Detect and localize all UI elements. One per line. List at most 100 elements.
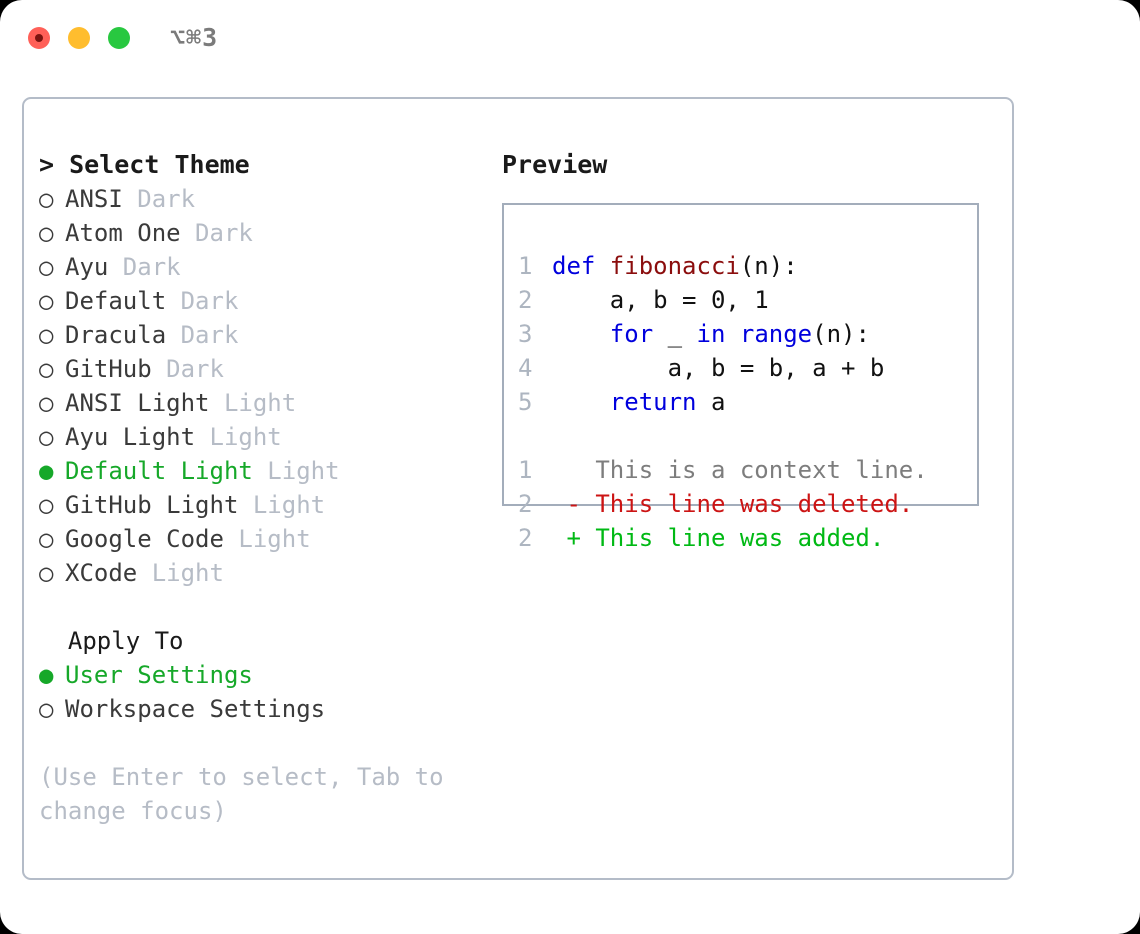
code-token: - This line was deleted. bbox=[552, 490, 914, 518]
code-line: 2 a, b = 0, 1 bbox=[518, 283, 977, 317]
keyboard-shortcut-label: ⌥⌘3 bbox=[170, 23, 219, 52]
theme-option-label: ANSI bbox=[65, 185, 138, 213]
radio-unselected-icon: ○ bbox=[39, 491, 54, 519]
radio-unselected-icon: ○ bbox=[39, 185, 54, 213]
diff-sample: 1 This is a context line.2 - This line w… bbox=[518, 453, 977, 555]
theme-list: ○ANSI Dark○Atom One Dark○Ayu Dark○Defaul… bbox=[39, 182, 489, 590]
theme-variant-tag: Light bbox=[151, 559, 224, 587]
line-number: 5 bbox=[518, 388, 533, 416]
line-number: 2 bbox=[518, 490, 533, 518]
code-token: range bbox=[739, 320, 813, 348]
theme-chooser: > Select Theme ○ANSI Dark○Atom One Dark○… bbox=[39, 148, 489, 828]
title-bar: ⌥⌘3 bbox=[0, 0, 1140, 76]
radio-unselected-icon: ○ bbox=[39, 695, 54, 723]
theme-option-label: Default bbox=[65, 287, 181, 315]
code-token: fibonacci bbox=[609, 252, 740, 280]
maximize-button[interactable] bbox=[108, 27, 130, 49]
apply-to-list: ● User Settings ○ Workspace Settings bbox=[39, 658, 489, 726]
keyboard-hint-text: (Use Enter to select, Tab to change focu… bbox=[39, 763, 459, 825]
line-number: 1 bbox=[518, 456, 533, 484]
apply-to-option-user-settings[interactable]: ● User Settings bbox=[39, 658, 489, 692]
theme-option-ansi-light[interactable]: ○ ANSI Light Light bbox=[39, 386, 489, 420]
theme-option-google-code[interactable]: ○Google Code Light bbox=[39, 522, 489, 556]
apply-to-option-workspace-settings[interactable]: ○ Workspace Settings bbox=[39, 692, 489, 726]
radio-selected-icon: ● bbox=[39, 661, 54, 689]
select-theme-header: > Select Theme bbox=[39, 150, 250, 179]
theme-option-label: GitHub Light bbox=[65, 491, 253, 519]
code-token: a bbox=[696, 388, 726, 416]
apply-to-header: Apply To bbox=[39, 627, 184, 655]
theme-option-default[interactable]: ○Default Dark bbox=[39, 284, 489, 318]
theme-variant-tag: Dark bbox=[180, 321, 239, 349]
apply-to-option-label: User Settings bbox=[65, 661, 253, 689]
theme-variant-tag: Dark bbox=[180, 287, 239, 315]
code-line: 1 def fibonacci(n): bbox=[518, 249, 977, 283]
line-number: 2 bbox=[518, 286, 533, 314]
code-token: return bbox=[609, 388, 697, 416]
code-line: 3 for _ in range(n): bbox=[518, 317, 977, 351]
diff-line: 2 - This line was deleted. bbox=[518, 487, 977, 521]
theme-option-label: Default Light bbox=[65, 457, 268, 485]
theme-option-xcode[interactable]: ○ XCode Light bbox=[39, 556, 489, 590]
code-token: a, b = b, a + b bbox=[552, 354, 885, 382]
radio-unselected-icon: ○ bbox=[39, 559, 54, 587]
main-panel: > Select Theme ○ANSI Dark○Atom One Dark○… bbox=[22, 97, 1014, 880]
theme-variant-tag: Dark bbox=[195, 219, 253, 247]
theme-variant-tag: Light bbox=[209, 423, 282, 451]
radio-unselected-icon: ○ bbox=[39, 321, 54, 349]
code-token: _ bbox=[653, 320, 697, 348]
radio-unselected-icon: ○ bbox=[39, 389, 54, 417]
theme-option-github-light[interactable]: ○GitHub Light Light bbox=[39, 488, 489, 522]
code-token: a, b = 0, 1 bbox=[552, 286, 769, 314]
theme-option-atom-one[interactable]: ○ Atom One Dark bbox=[39, 216, 489, 250]
theme-option-ayu-light[interactable]: ○ Ayu Light Light bbox=[39, 420, 489, 454]
theme-variant-tag: Dark bbox=[166, 355, 224, 383]
theme-option-github[interactable]: ○GitHub Dark bbox=[39, 352, 489, 386]
theme-option-label: Atom One bbox=[65, 219, 196, 247]
close-button[interactable] bbox=[28, 27, 50, 49]
code-token: (n): bbox=[812, 320, 870, 348]
radio-unselected-icon: ○ bbox=[39, 219, 54, 247]
theme-option-default-light[interactable]: ● Default Light Light bbox=[39, 454, 489, 488]
code-token bbox=[725, 320, 739, 348]
theme-variant-tag: Light bbox=[223, 389, 297, 417]
theme-option-ansi[interactable]: ○ ANSI Dark bbox=[39, 182, 489, 216]
code-token: for bbox=[609, 320, 654, 348]
line-number: 4 bbox=[518, 354, 533, 382]
code-line: 4 a, b = b, a + b bbox=[518, 351, 977, 385]
code-line: 5 return a bbox=[518, 385, 977, 419]
code-diff-separator bbox=[518, 419, 977, 453]
theme-option-label: Ayu Light bbox=[65, 423, 210, 451]
theme-variant-tag: Dark bbox=[122, 253, 181, 281]
radio-unselected-icon: ○ bbox=[39, 423, 54, 451]
code-token: (n): bbox=[739, 252, 798, 280]
theme-option-ayu[interactable]: ○Ayu Dark bbox=[39, 250, 489, 284]
code-token: in bbox=[696, 320, 726, 348]
theme-option-label: Dracula bbox=[65, 321, 181, 349]
minimize-button[interactable] bbox=[68, 27, 90, 49]
theme-option-label: XCode bbox=[65, 559, 152, 587]
theme-option-label: GitHub bbox=[65, 355, 167, 383]
theme-option-label: ANSI Light bbox=[65, 389, 224, 417]
theme-option-label: Google Code bbox=[65, 525, 239, 553]
radio-unselected-icon: ○ bbox=[39, 525, 54, 553]
diff-line: 1 This is a context line. bbox=[518, 453, 977, 487]
theme-option-dracula[interactable]: ○ Dracula Dark bbox=[39, 318, 489, 352]
radio-unselected-icon: ○ bbox=[39, 253, 54, 281]
code-token: def bbox=[552, 252, 610, 280]
code-token bbox=[552, 388, 610, 416]
preview-title: Preview bbox=[502, 150, 608, 179]
code-token: + This line was added. bbox=[552, 524, 885, 552]
list-spacer bbox=[39, 590, 489, 624]
theme-variant-tag: Light bbox=[267, 457, 340, 485]
line-number: 3 bbox=[518, 320, 533, 348]
theme-variant-tag: Dark bbox=[137, 185, 196, 213]
radio-selected-icon: ● bbox=[39, 457, 54, 485]
apply-to-option-label: Workspace Settings bbox=[65, 695, 326, 723]
line-number: 1 bbox=[518, 252, 533, 280]
code-token bbox=[552, 320, 610, 348]
